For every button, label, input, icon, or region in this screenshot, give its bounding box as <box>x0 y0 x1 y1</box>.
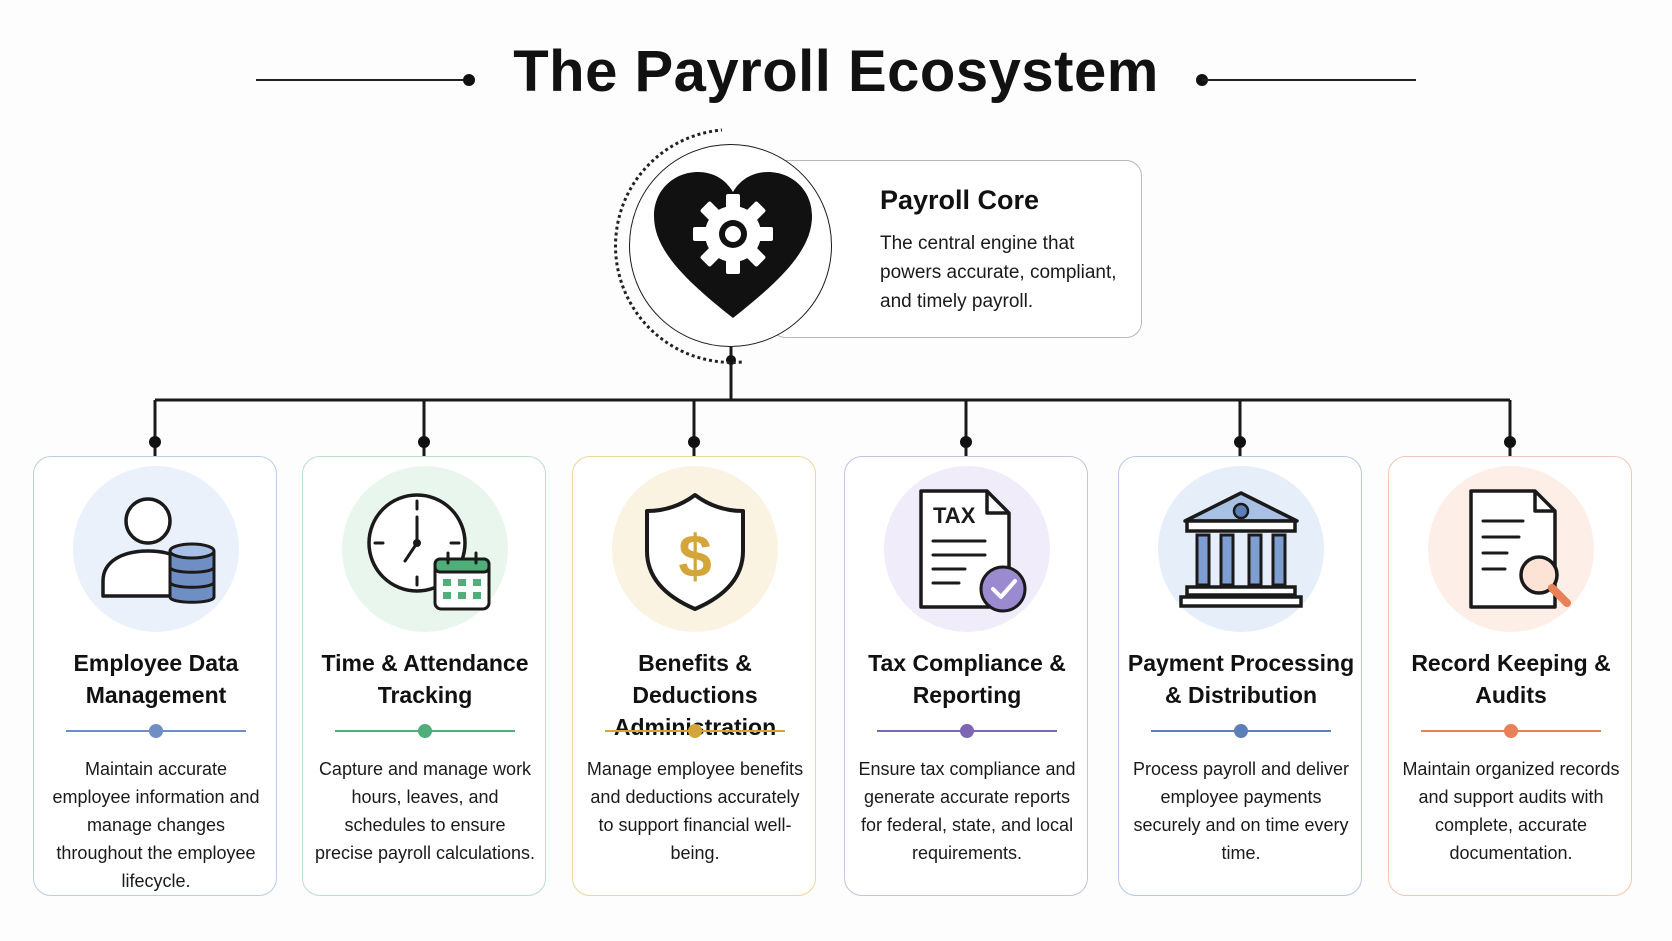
card-divider-dot <box>688 724 702 738</box>
card-description: Manage employee benefits and deductions … <box>586 759 804 863</box>
card-divider-dot <box>149 724 163 738</box>
card-tax-compliance: TAX Tax Compliance & Reporting Ensure ta… <box>844 456 1088 896</box>
tax-document-check-icon: TAX <box>919 489 1027 613</box>
document-search-icon <box>1469 489 1571 609</box>
card-record-keeping: Record Keeping & Audits Maintain organiz… <box>1388 456 1632 896</box>
page-title: The Payroll Ecosystem <box>513 39 1159 104</box>
card-title: Employee Data Management <box>73 650 239 708</box>
core-stem-dot <box>726 355 736 365</box>
clock-calendar-icon <box>367 493 491 611</box>
branch-dot-1 <box>149 436 161 448</box>
card-divider-dot <box>1504 724 1518 738</box>
card-employee-data: Employee Data Management Maintain accura… <box>33 456 277 896</box>
card-time-attendance: Time & Attendance Tracking Capture and m… <box>302 456 546 896</box>
shield-dollar-icon: $ <box>645 493 745 611</box>
card-benefits-deductions: $ Benefits & Deductions Administration M… <box>572 456 816 896</box>
svg-text:$: $ <box>678 523 711 590</box>
card-title: Time & Attendance Tracking <box>321 650 529 708</box>
tax-label: TAX <box>933 503 976 528</box>
card-title: Tax Compliance & Reporting <box>868 650 1066 708</box>
card-divider-dot <box>960 724 974 738</box>
title-rule-right <box>1202 79 1416 81</box>
branch-dot-6 <box>1504 436 1516 448</box>
user-database-icon <box>101 497 216 604</box>
card-description: Maintain organized records and support a… <box>1402 759 1620 863</box>
card-title: Record Keeping & Audits <box>1411 650 1611 708</box>
branch-dot-4 <box>960 436 972 448</box>
card-divider-dot <box>418 724 432 738</box>
branch-dot-2 <box>418 436 430 448</box>
card-payment-processing: Payment Processing & Distribution Proces… <box>1118 456 1362 896</box>
branch-dot-5 <box>1234 436 1246 448</box>
payroll-core-card: Payroll Core The central engine that pow… <box>770 160 1142 338</box>
card-description: Process payroll and deliver employee pay… <box>1132 759 1350 863</box>
card-title: Payment Processing & Distribution <box>1127 650 1355 708</box>
core-description: The central engine that powers accurate,… <box>880 233 1117 312</box>
branch-dot-3 <box>688 436 700 448</box>
bank-icon <box>1179 491 1303 608</box>
heart-gear-icon <box>654 172 812 318</box>
card-description: Maintain accurate employee information a… <box>52 759 260 891</box>
core-title: Payroll Core <box>880 185 1040 215</box>
title-rule-left-dot <box>463 74 475 86</box>
title-rule-left <box>256 79 468 81</box>
card-description: Ensure tax compliance and generate accur… <box>858 759 1076 863</box>
card-description: Capture and manage work hours, leaves, a… <box>314 759 536 863</box>
card-divider-dot <box>1234 724 1248 738</box>
